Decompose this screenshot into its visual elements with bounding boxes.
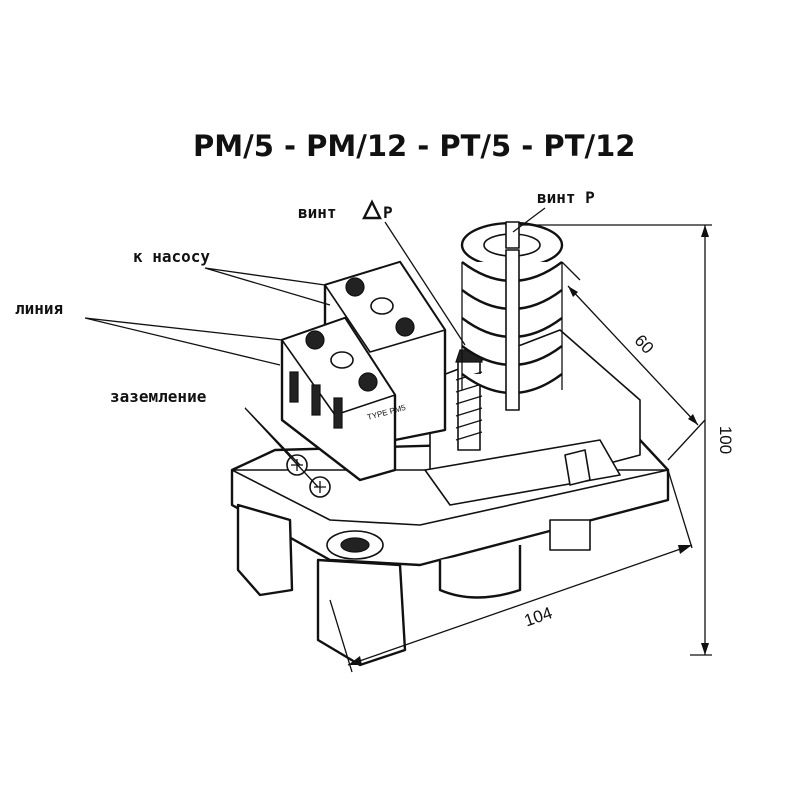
label-to-pump: к насосу bbox=[133, 247, 210, 266]
dimension-height-label: 100 bbox=[716, 426, 735, 454]
diagram-title: PM/5 - PM/12 - PT/5 - PT/12 bbox=[193, 129, 635, 163]
terminal-block-line: TYPE PM5 bbox=[280, 316, 407, 482]
delta-icon bbox=[362, 199, 382, 220]
label-screw-p: винт P bbox=[537, 188, 595, 207]
dimension-height: 100 bbox=[520, 224, 735, 656]
dimension-spring-label: 60 bbox=[631, 331, 658, 358]
dimension-width-label: 104 bbox=[522, 603, 555, 630]
p-screw-spring bbox=[460, 221, 564, 411]
leader-lines bbox=[84, 207, 546, 488]
label-ground: заземление bbox=[110, 387, 206, 406]
delta-p-screw bbox=[455, 349, 483, 451]
label-delta-p-symbol: P bbox=[383, 203, 393, 222]
spring-platform bbox=[424, 329, 641, 506]
label-line: линия bbox=[15, 299, 63, 318]
label-screw-delta-p: винт bbox=[298, 203, 337, 222]
